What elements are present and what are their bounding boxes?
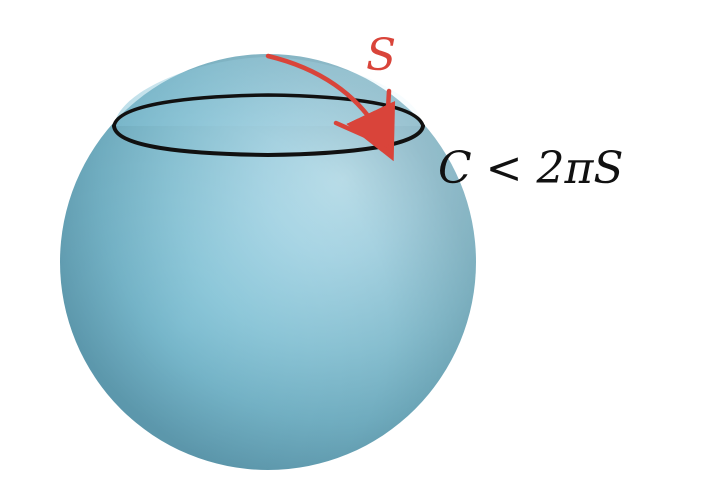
labels: S C < 2πS <box>366 30 624 194</box>
geodesic-arrow <box>265 53 396 162</box>
polar-cap <box>114 57 423 126</box>
geodesic-radius-label: S <box>366 30 396 81</box>
latitude-circle <box>112 93 425 158</box>
circumference-relation-label: C < 2πS <box>438 143 624 194</box>
